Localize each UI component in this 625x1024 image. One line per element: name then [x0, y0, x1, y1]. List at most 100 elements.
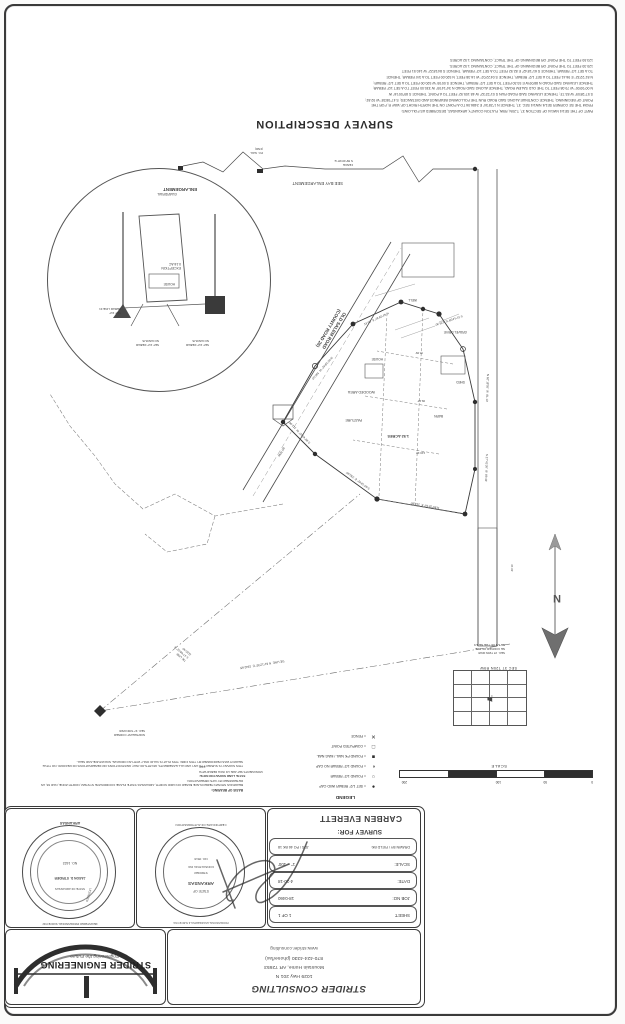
description-line-2: POINT OF BEGINNING; THENCE CONTINUE ALON…	[364, 97, 593, 102]
cert-line-5: NO. 0518	[194, 857, 208, 861]
square-icon: ■	[371, 753, 376, 759]
map-label-well: WELL	[408, 298, 417, 302]
legend-title: LEGEND	[335, 795, 355, 800]
survey-description-heading: SURVEY DESCRIPTION	[255, 118, 393, 130]
locator-label: SEC 37 T20N R9W	[479, 666, 517, 670]
company-address-panel: STRIDER CONSULTING 1029 Hwy 201 N Mounta…	[167, 929, 421, 1005]
half-circle-icon: ◐	[371, 763, 376, 769]
bearing-label-10: 78.09'	[415, 351, 423, 355]
map-label-fence-note-2: P.K. NAIL (FND)	[250, 147, 263, 155]
open-circle-icon: ○	[371, 773, 376, 779]
field-sheet: SHEET: 1 OF 1	[269, 906, 417, 923]
survey-for-label: SURVEY FOR:	[337, 828, 382, 835]
company-phone: 870-424-4330 (phone/fax)	[265, 955, 323, 960]
cert-line-2: ARKANSAS	[187, 881, 215, 886]
bearing-label-7: S 27°41'05" W 89.44'	[484, 453, 489, 483]
field-sheet-value: 1 OF 1	[278, 913, 292, 918]
map-label-house: HOUSE	[371, 357, 383, 361]
field-drawn-by: DRAWN BY / FIELD BK: JDS / PG 46 BK 18	[269, 838, 417, 855]
field-job-no-value: 18-0460	[278, 896, 295, 901]
description-line-9: 123.50 FEET TO THE POINT OR BEGINNING OF…	[450, 58, 593, 63]
bearing-label-8: 120.30'	[415, 451, 425, 455]
logo-company-name: STRIDER ENGINEERING	[40, 960, 151, 970]
bearing-label-5: S 31°14'09" E 125.30'	[434, 314, 464, 327]
description-line-1: FROM THE SE CORNER SE1/4 NW1/4 SEC. 37, …	[371, 103, 593, 108]
field-scale: SCALE: 1" = 100'	[269, 855, 417, 872]
bay-enlargement-detail: SET 1/2" REBAR NO RADIUS SET 1/2" REBAR …	[47, 168, 271, 392]
legend: LEGEND ● = SET 1/2" REBAR W/ID CAP ○ = F…	[275, 724, 383, 800]
map-label-wooded: WOODED AREA	[347, 390, 375, 394]
field-drawn-by-label: DRAWN BY / FIELD BK:	[370, 845, 410, 849]
bearing-label-11: 47.33'	[510, 564, 514, 572]
scale-seg-2	[495, 770, 545, 778]
legend-label-1: = FOUND 1/2" REBAR	[330, 774, 366, 778]
legend-label-2: = FOUND 1/2" REBAR NO CAP	[316, 764, 366, 768]
cert-line-1: STATE OF	[192, 889, 210, 893]
surveyor-arc-top: ARKANSAS	[59, 821, 81, 825]
field-job-no-label: JOB NO:	[392, 896, 410, 901]
legend-item-computed-point: □ = COMPUTED POINT	[273, 741, 377, 750]
north-arrow-letter: N	[552, 592, 561, 604]
section-locator-diagram: ⚑ SEC 37 T20N R9W	[441, 660, 527, 726]
logo-tagline: Engineering the Future	[70, 954, 119, 959]
enlargement-set-label-2: SET 1/2" REBAR NO RADIUS	[135, 339, 159, 347]
legend-label-0: = SET 1/2" REBAR W/ID CAP	[319, 784, 366, 788]
bearing-basis-heading: BASIS OF BEARING:	[211, 788, 243, 792]
legend-item-found-rebar: ○ = FOUND 1/2" REBAR	[273, 771, 377, 780]
description-line-6: N 81°22'32" E 96.41 FEET TO A SET 1/2" R…	[386, 75, 593, 80]
enlargement-set-label-1: SET 1/2" REBAR NO RADIUS	[185, 339, 209, 347]
company-website[interactable]: www.strider.consulting	[270, 946, 318, 951]
graphic-scale-bar: 0 50 100 200 SCALE	[397, 760, 593, 786]
map-label-road-name: OLD SALEM ROAD (COUNTY ROAD 26)	[315, 308, 347, 350]
bearing-label-2: S 89°41'10" W 212.90'	[287, 420, 312, 445]
legend-label-5: = FENCE	[351, 734, 366, 738]
description-line-3: S 57°28'09" W 83.73'; THENCE LEAVING SAI…	[388, 92, 593, 97]
company-name: STRIDER CONSULTING	[251, 983, 366, 994]
surveyor-seal-panel: ARKANSAS REGISTERED PROFESSIONAL SURVEYO…	[5, 808, 135, 928]
fence-mark-icon: ✕	[371, 733, 376, 739]
certificate-seal-panel: CERTIFICATE OF AUTHORIZATION PROFESSIONA…	[136, 808, 266, 928]
bearing-label-9: 99.48'	[417, 399, 425, 403]
scale-tick-2: 100	[495, 780, 501, 784]
legend-item-set-rebar: ● = SET 1/2" REBAR W/ID CAP	[273, 781, 377, 790]
legend-item-fence: ✕ = FENCE	[273, 731, 377, 740]
open-square-icon: □	[371, 743, 376, 749]
legend-item-found-no-cap: ◐ = FOUND 1/2" REBAR NO CAP	[273, 761, 377, 770]
bearing-label-3: N 00°18'42" W 330.00'	[310, 355, 334, 381]
field-drawn-by-value: JDS / PG 46 BK 18	[278, 845, 309, 849]
description-line-7: TO A SET 1/2" REBAR, THENCE S 61°18'42" …	[401, 69, 593, 74]
enlargement-guardrail-label: GUARDRAIL	[157, 192, 177, 196]
map-label-corner-note: NORTHEAST CORNER SEC. 37 T20N R9W	[113, 729, 145, 737]
company-address-1: 1029 Hwy 201 N	[275, 973, 313, 978]
cert-arc-top: CERTIFICATE OF AUTHORIZATION	[175, 823, 227, 827]
bearing-basis-note: BASIS OF BEARING: BEARINGS SHOWN HEREON …	[29, 778, 243, 792]
company-logo-panel: STRIDER ENGINEERING Engineering the Futu…	[5, 929, 166, 1005]
locator-marker: ⚑	[485, 693, 494, 703]
enlargement-exception-label: EXCEPTION 0.16 AC	[161, 261, 181, 270]
legend-item-pk-nail: ■ = FOUND PK NAIL / MAG NAIL	[273, 751, 377, 760]
surveyor-seal-inner	[37, 840, 101, 904]
map-label-acreage: 1.52 ACRES	[387, 434, 409, 438]
survey-description-body: PART OF THE SE1/4 NW1/4 OF SECTION 37, T…	[27, 56, 593, 113]
description-line-0: PART OF THE SE1/4 NW1/4 OF SECTION 37, T…	[401, 109, 593, 113]
cert-line-3: STRIDER	[194, 871, 208, 875]
field-scale-label: SCALE:	[394, 862, 410, 867]
field-date: DATE: 4-20-18	[269, 872, 417, 889]
surveyor-state-line: STATE OF ARKANSAS	[54, 887, 86, 891]
surveyor-note-heading: STATE LAND SURVEYOR NOTE:	[199, 774, 246, 778]
cert-line-4: CONSULTING INC	[187, 865, 215, 869]
bearing-label-0: N 89°32'16" E 212.90'	[410, 501, 440, 510]
scale-bar-word: SCALE	[490, 764, 507, 769]
field-date-label: DATE:	[397, 879, 410, 884]
surveyor-note-text: MONUMENTS SET ARE 1/2 INCH REBAR WITH CA…	[199, 765, 263, 774]
full-circle-icon: ●	[371, 783, 376, 789]
map-label-gravel-drive: GRAVEL DRIVE	[443, 330, 467, 334]
map-label-tie-line-1: TIE LINE N 61°12'33" E 1842.65'	[239, 659, 286, 671]
survey-client-name: CARBEN EVERETT	[319, 814, 402, 824]
enlargement-house-label: HOUSE	[163, 282, 175, 286]
field-scale-value: 1" = 100'	[278, 862, 296, 867]
locator-grid: ⚑	[453, 670, 527, 726]
survey-description-block: SURVEY DESCRIPTION PART OF THE SE1/4 NW1…	[27, 12, 593, 130]
north-arrow: N	[535, 530, 575, 662]
